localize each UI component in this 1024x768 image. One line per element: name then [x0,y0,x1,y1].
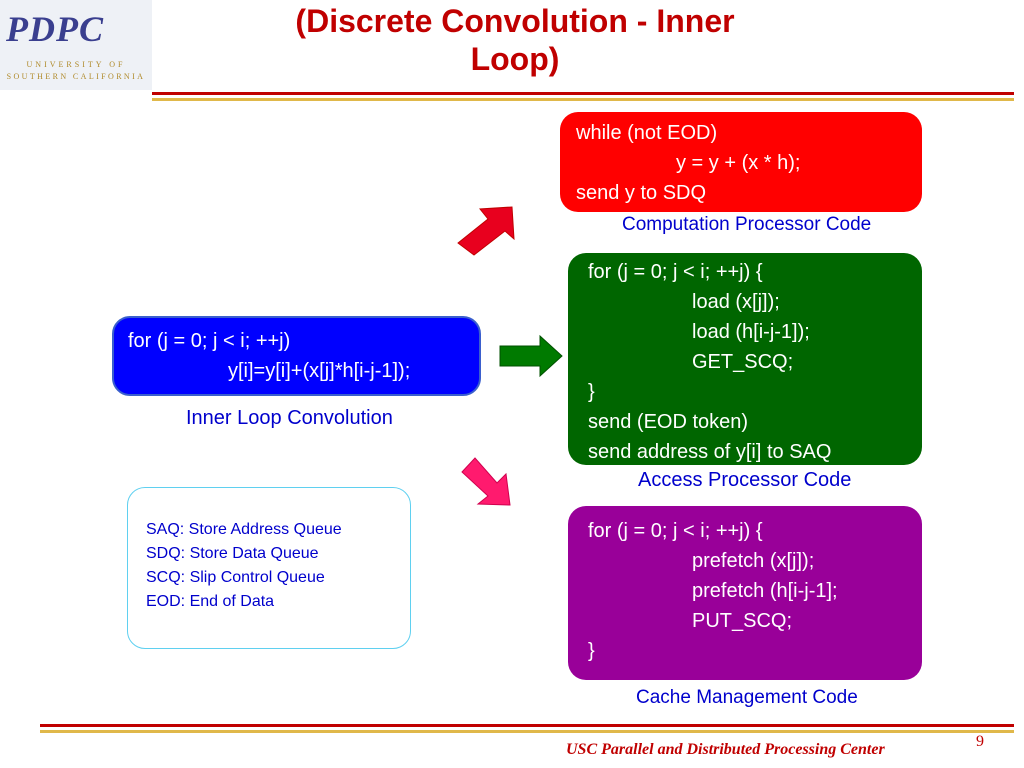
legend-item: SDQ: Store Data Queue [146,545,319,562]
computation-processor-caption: Computation Processor Code [622,214,872,235]
arrow-up-right-icon [457,206,515,256]
footer-divider-red [40,724,1014,727]
access-processor-code-box: for (j = 0; j < i; ++j) { load (x[j]); l… [568,253,922,465]
logo-text: PDPC [6,9,104,49]
header-divider-gold [152,98,1014,101]
header-divider-red [152,92,1014,95]
footer-divider-gold [40,730,1014,733]
code-line: prefetch (h[i-j-1]; [692,580,838,602]
cache-management-caption: Cache Management Code [636,687,858,708]
code-line: y = y + (x * h); [676,152,801,174]
code-line: for (j = 0; j < i; ++j) { [588,261,763,283]
inner-loop-caption: Inner Loop Convolution [186,407,393,429]
code-line: } [588,640,595,662]
code-line: } [588,381,595,403]
code-line: while (not EOD) [576,122,718,144]
access-processor-caption: Access Processor Code [638,469,852,491]
title-line-1: (Discrete Convolution - Inner [295,3,735,39]
code-line: for (j = 0; j < i; ++j) { [588,520,763,542]
code-line: load (h[i-j-1]); [692,321,810,343]
inner-loop-convolution-box: for (j = 0; j < i; ++j) y[i]=y[i]+(x[j]*… [112,316,481,396]
code-line: send (EOD token) [588,411,749,433]
legend-item: SAQ: Store Address Queue [146,521,342,538]
logo-subtitle-line1: UNIVERSITY OF [26,60,126,69]
legend-item: SCQ: Slip Control Queue [146,569,325,586]
pdpc-logo: PDPC UNIVERSITY OF SOUTHERN CALIFORNIA [0,0,152,90]
title-line-2: Loop) [470,41,560,77]
footer-text: USC Parallel and Distributed Processing … [566,741,885,758]
code-line: send y to SDQ [576,182,707,204]
computation-processor-code-box: while (not EOD) y = y + (x * h); send y … [560,112,922,212]
code-line: load (x[j]); [692,291,780,313]
code-line: for (j = 0; j < i; ++j) [128,330,291,352]
code-line: prefetch (x[j]); [692,550,815,572]
cache-management-code-box: for (j = 0; j < i; ++j) { prefetch (x[j]… [568,506,922,680]
arrow-down-right-icon [461,457,511,506]
code-line: GET_SCQ; [692,351,794,373]
code-line: send address of y[i] to SAQ [588,441,832,463]
page-number: 9 [976,733,984,750]
logo-subtitle-line2: SOUTHERN CALIFORNIA [6,72,146,81]
code-line: y[i]=y[i]+(x[j]*h[i-j-1]); [228,360,411,382]
slide-title: (Discrete Convolution - Inner Loop) [200,2,830,78]
abbreviation-legend-box: SAQ: Store Address Queue SDQ: Store Data… [127,487,411,649]
legend-item: EOD: End of Data [146,593,275,610]
code-line: PUT_SCQ; [692,610,793,632]
arrow-right-icon [499,334,563,378]
